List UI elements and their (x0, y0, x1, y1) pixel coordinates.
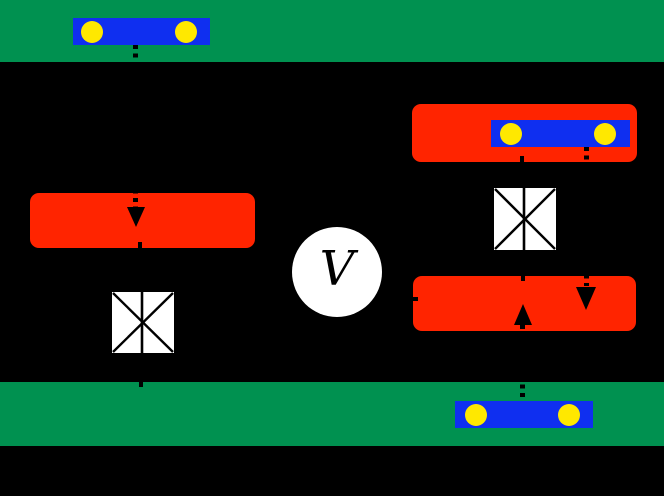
arrow-up-icon (514, 304, 532, 325)
contact-dot (465, 403, 487, 426)
slider-bottom[interactable] (455, 401, 593, 428)
wire-tick (521, 276, 525, 281)
slider-top-left[interactable] (73, 18, 210, 45)
lamp-left (112, 292, 174, 353)
voltmeter-label: V (319, 241, 355, 297)
contact-dot (558, 403, 580, 426)
arrow-down-icon (576, 287, 596, 310)
contact-dot (81, 20, 103, 43)
wire-tick (520, 156, 524, 163)
lamp-right (494, 188, 556, 250)
contact-dot (175, 20, 197, 43)
wire-tick (413, 297, 418, 301)
contact-dot (500, 122, 522, 145)
wire-tick (138, 242, 142, 249)
contact-dot (594, 122, 616, 145)
slider-link-dotted-line (584, 147, 589, 286)
wire-tick (139, 382, 143, 387)
arrow-down-icon (127, 207, 145, 227)
voltmeter: V (292, 227, 382, 317)
slider-link-dotted-line (133, 45, 138, 209)
slider-top-right[interactable] (491, 120, 630, 147)
slider-link-dotted-line (520, 325, 525, 401)
